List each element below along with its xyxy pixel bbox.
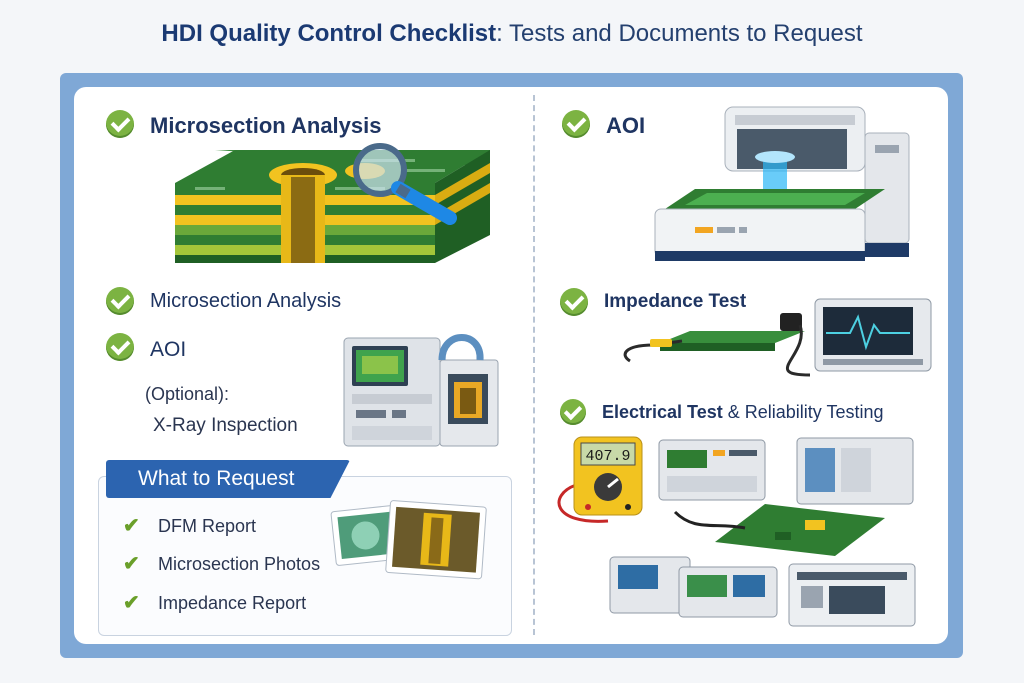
left-heading: Microsection Analysis [150,113,382,138]
request-item-microsection-photos: Microsection Photos [158,554,321,574]
check-icon [106,333,134,361]
page-title-rest: : Tests and Documents to Request [496,20,863,47]
impedance-heading: Impedance Test [604,291,747,312]
aoi-heading: AOI [606,113,646,138]
multimeter-reading: 407.9 [585,448,630,465]
page-title: HDI Quality Control Checklist: Tests and… [0,20,1024,48]
check-icon: ✔ [123,553,140,575]
optional-item-xray: X-Ray Inspection [153,415,298,436]
check-icon [560,399,586,425]
aoi-machine-icon [654,106,910,261]
request-item-impedance: Impedance Report [158,593,307,613]
oscilloscope-icon [623,298,932,377]
column-divider [533,95,535,635]
check-icon [106,110,134,138]
photo-icon [330,500,487,580]
request-title: What to Request [106,460,350,498]
electrical-heading-rest: & Reliability Testing [722,402,884,422]
check-icon: ✔ [123,515,140,537]
multimeter-icon: 407.9 [557,436,643,523]
left-item-microsection: Microsection Analysis [150,290,342,312]
electrical-heading-bold: Electrical Test [602,402,723,422]
left-item-aoi: AOI [150,338,187,361]
xray-machine-icon [343,334,499,447]
check-icon [562,110,590,138]
check-icon [560,288,588,316]
electrical-heading: Electrical Test & Reliability Testing [602,402,883,423]
pcb-stack-icon [175,150,490,263]
magnifier-icon [353,143,457,225]
check-icon: ✔ [123,592,140,614]
optional-label: (Optional): [145,384,230,404]
request-item-dfm: DFM Report [158,516,257,536]
page-title-bold: HDI Quality Control Checklist [161,20,497,47]
test-equipment-icon [609,437,916,627]
check-icon [106,287,134,315]
